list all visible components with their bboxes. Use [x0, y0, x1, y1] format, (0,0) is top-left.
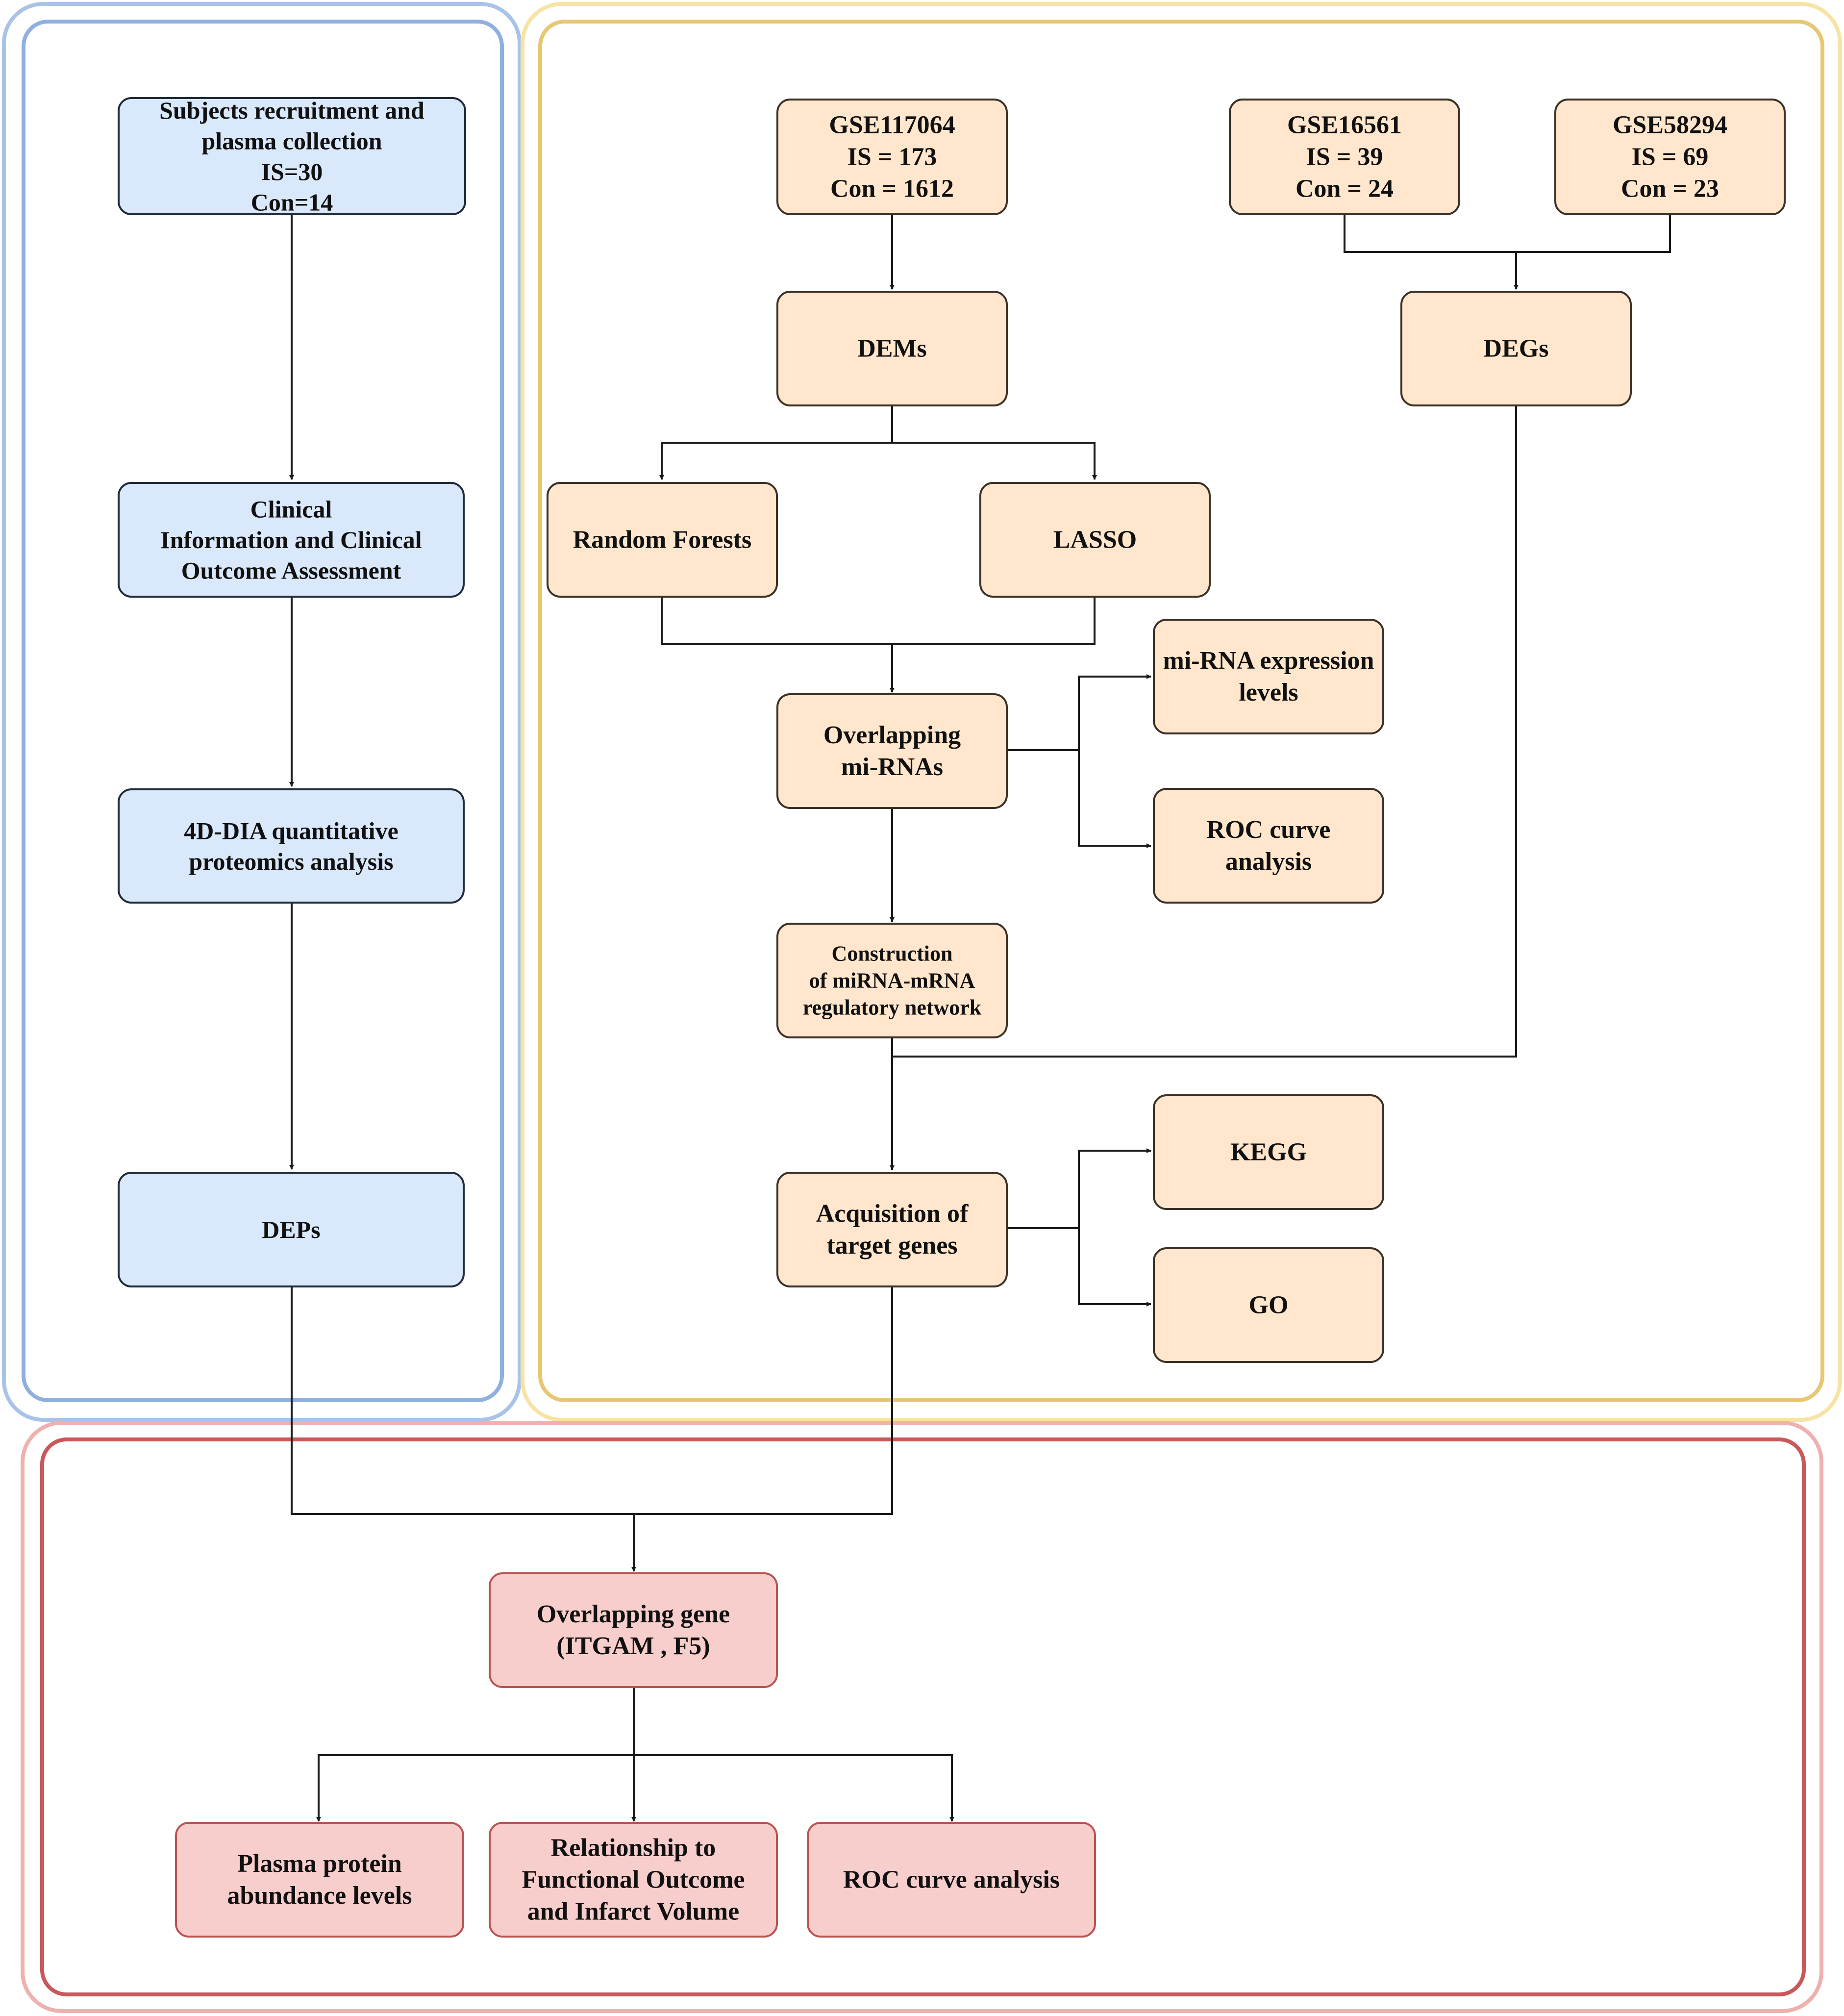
- node-label-line: Acquisition of: [816, 1200, 969, 1228]
- node-construction-network: Construction of miRNA-mRNA regulatory netw…: [776, 923, 1008, 1038]
- node-dems: DEMs: [776, 291, 1008, 406]
- node-mirna-expression: mi-RNA expression levels: [1153, 619, 1384, 734]
- panel-bottom: [21, 1421, 1823, 2013]
- node-label-line: Information and Clinical: [160, 526, 422, 554]
- node-roc-curve-1: ROC curve analysis: [1153, 788, 1384, 904]
- node-label-line: Con = 23: [1621, 175, 1719, 203]
- node-label-line: GSE16561: [1287, 111, 1402, 139]
- node-label-line: IS=30: [261, 158, 323, 185]
- node-label-line: 4D-DIA quantitative: [184, 817, 399, 844]
- node-random-forests: Random Forests: [547, 482, 778, 598]
- node-label-line: ROC curve: [1207, 816, 1331, 844]
- node-label-line: of miRNA-mRNA: [809, 969, 975, 993]
- node-label-line: GSE117064: [829, 111, 955, 139]
- node-label-line: (ITGAM , F5): [556, 1632, 710, 1660]
- node-label-line: Overlapping gene: [537, 1600, 730, 1628]
- node-subjects: Subjects recruitment and plasma collectio…: [118, 97, 466, 216]
- node-label-line: DEMs: [857, 335, 927, 363]
- node-label-line: Relationship to: [551, 1834, 716, 1862]
- node-overlapping-gene: Overlapping gene (ITGAM , F5): [489, 1572, 778, 1688]
- node-label-line: IS = 39: [1306, 143, 1383, 171]
- node-label-line: proteomics analysis: [189, 848, 393, 875]
- node-go: GO: [1153, 1247, 1384, 1363]
- node-plasma-protein: Plasma protein abundance levels: [175, 1822, 464, 1938]
- node-label-line: KEGG: [1230, 1138, 1307, 1166]
- node-label-line: DEPs: [262, 1216, 320, 1243]
- edges: [289, 214, 1671, 1822]
- node-label-line: Con=14: [251, 188, 333, 216]
- node-label-line: and Infarct Volume: [527, 1898, 739, 1926]
- node-label-line: Construction: [832, 942, 953, 966]
- node-label-line: IS = 173: [847, 143, 937, 171]
- node-label-line: GSE58294: [1613, 111, 1727, 139]
- node-label-line: Con = 24: [1296, 175, 1394, 203]
- node-label-line: Subjects recruitment and: [159, 97, 424, 124]
- node-label-line: target genes: [826, 1232, 957, 1260]
- node-label-line: Random Forests: [573, 526, 751, 554]
- node-label-line: levels: [1239, 679, 1298, 706]
- node-overlapping-mirnas: Overlapping mi-RNAs: [776, 693, 1008, 809]
- node-label-line: mi-RNAs: [841, 753, 943, 781]
- node-label-line: Con = 1612: [830, 175, 954, 203]
- node-relationship-outcome: Relationship to Functional Outcome and Inf…: [489, 1822, 778, 1938]
- node-degs: DEGs: [1400, 291, 1632, 406]
- node-4d-dia: 4D-DIA quantitative proteomics analysis: [118, 788, 465, 904]
- node-roc-curve-2: ROC curve analysis: [807, 1822, 1096, 1938]
- node-label-line: ROC curve analysis: [843, 1866, 1060, 1894]
- node-label-line: LASSO: [1053, 526, 1137, 554]
- node-label-line: mi-RNA expression: [1163, 647, 1374, 675]
- node-label-line: Functional Outcome: [522, 1866, 745, 1894]
- node-label-line: DEGs: [1484, 335, 1549, 363]
- node-lasso: LASSO: [979, 482, 1211, 598]
- node-label-line: Clinical: [250, 496, 332, 523]
- node-label-line: analysis: [1225, 848, 1312, 876]
- node-deps: DEPs: [118, 1172, 465, 1287]
- node-label-line: IS = 69: [1632, 143, 1709, 171]
- node-label-line: plasma collection: [201, 127, 382, 154]
- node-kegg: KEGG: [1153, 1094, 1384, 1210]
- node-label-line: GO: [1249, 1291, 1289, 1319]
- node-gse16561: GSE16561 IS = 39 Con = 24: [1229, 99, 1460, 215]
- node-label-line: Plasma protein: [237, 1850, 402, 1878]
- node-acquisition-target-genes: Acquisition of target genes: [776, 1172, 1008, 1287]
- node-label-line: Outcome Assessment: [181, 557, 401, 584]
- node-label-line: Overlapping: [823, 721, 961, 749]
- panel-left: [2, 2, 522, 1422]
- node-label-line: abundance levels: [227, 1882, 412, 1910]
- node-label-line: regulatory network: [803, 996, 982, 1020]
- node-gse58294: GSE58294 IS = 69 Con = 23: [1554, 99, 1786, 215]
